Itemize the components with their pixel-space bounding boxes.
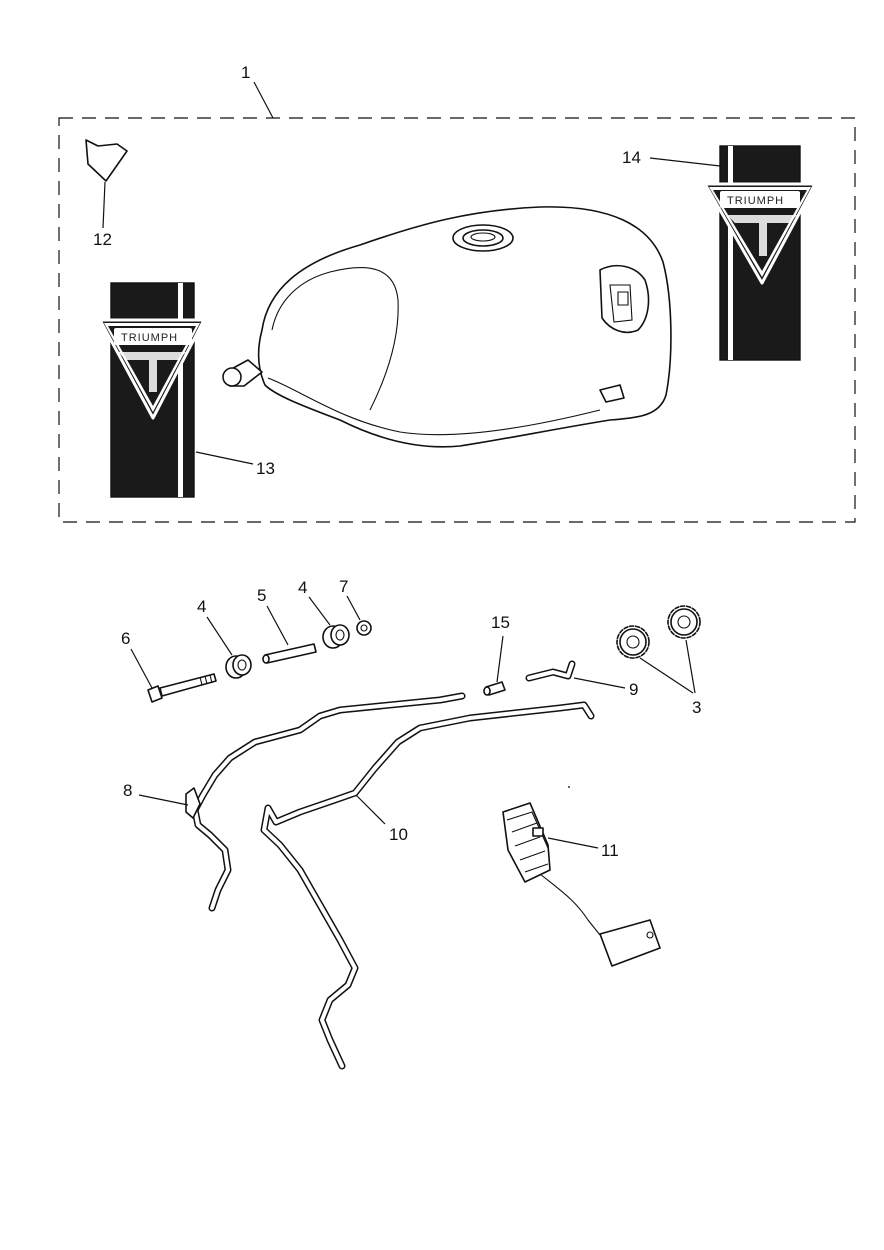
callout-7: 7 (339, 577, 348, 596)
part-9-hose (525, 660, 576, 682)
part-6-bolt (147, 673, 217, 703)
leader-15 (496, 635, 504, 683)
leader-11 (547, 837, 599, 849)
part-8-hose (185, 692, 466, 912)
part-3-grommet-a (616, 625, 650, 659)
leader-5 (266, 605, 289, 646)
callout-6: 6 (121, 629, 130, 648)
callout-5: 5 (257, 586, 266, 605)
callout-3: 3 (692, 698, 701, 717)
callout-10: 10 (389, 825, 408, 844)
callout-11: 11 (601, 841, 619, 860)
leader-3b (685, 639, 696, 694)
leader-4a (206, 616, 233, 656)
decal-left-brand: TRIUMPH (121, 332, 178, 344)
callout-12: 12 (93, 230, 112, 249)
part-10-hose (260, 701, 595, 1070)
callout-4b: 4 (298, 578, 307, 597)
leader-9 (573, 677, 626, 689)
callout-14: 14 (622, 148, 641, 167)
callout-1: 1 (241, 63, 250, 82)
leader-4b (308, 596, 331, 626)
leader-14 (649, 157, 721, 167)
part-3-grommet-b (667, 605, 701, 639)
stray-dot (568, 786, 570, 788)
part-4-grommet-left (225, 654, 252, 679)
leader-13 (195, 451, 254, 465)
callout-4a: 4 (197, 597, 206, 616)
decal-right-brand: TRIUMPH (727, 195, 784, 207)
part-14-decal-right: TRIUMPH (703, 145, 817, 361)
leader-6 (130, 648, 153, 689)
part-12-pad (85, 139, 128, 182)
leader-10 (355, 794, 386, 825)
callout-13: 13 (256, 459, 275, 478)
callout-8: 8 (123, 781, 132, 800)
leader-12 (102, 181, 106, 229)
callout-9: 9 (629, 680, 638, 699)
leader-8 (138, 794, 189, 806)
leader-3a (639, 657, 694, 694)
leader-1 (253, 81, 274, 119)
kit-boundary (58, 117, 856, 523)
part-11-sensor (502, 802, 661, 967)
fuel-tank (222, 206, 672, 448)
part-7-nut (356, 620, 372, 636)
part-13-decal-left: TRIUMPH (98, 282, 206, 498)
leader-7 (346, 595, 361, 621)
part-5-spacer (262, 643, 317, 664)
callout-15: 15 (491, 613, 510, 632)
part-15-fitting (483, 681, 506, 696)
part-4-grommet-right (322, 624, 350, 649)
